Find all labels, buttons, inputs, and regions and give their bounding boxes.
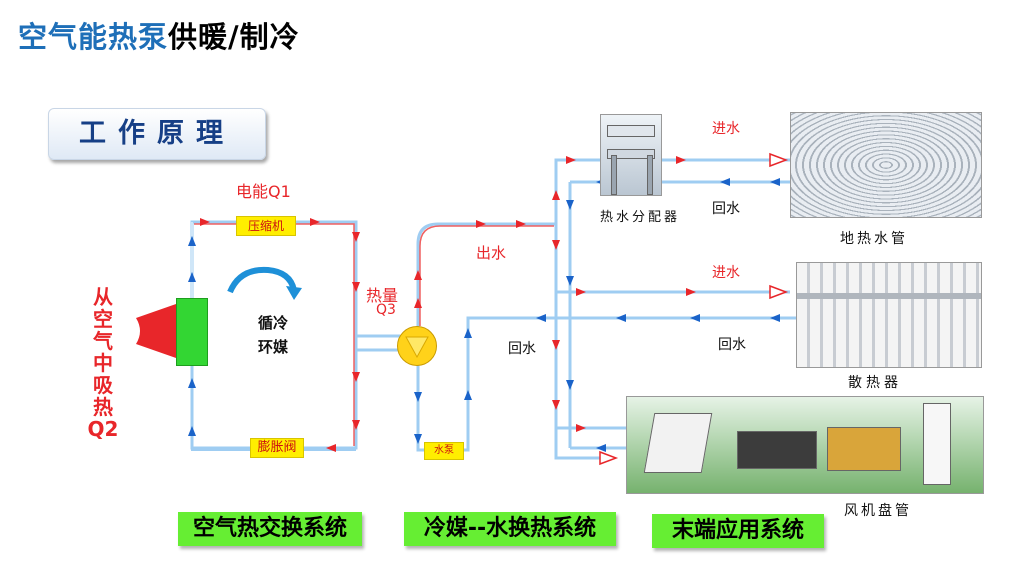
cycle-label-line2: 环媒 [258, 338, 289, 356]
cold-water-arrows [414, 178, 780, 452]
floor-heating-image [790, 112, 982, 218]
absorb-heat-text: 从空气中吸热 [93, 285, 113, 419]
refrigerant-flow-arrows [200, 218, 360, 452]
hot-water-arrows [414, 156, 696, 432]
manifold-image [600, 114, 662, 196]
hot-water-arrowheads [599, 152, 789, 466]
evaporator-coil [176, 298, 208, 366]
water-loop [416, 158, 796, 460]
inlet-water-mid-label: 进水 [712, 265, 740, 281]
inlet-water-top-label: 进水 [712, 121, 740, 137]
return-water-left-label: 回水 [508, 341, 536, 357]
return-water-top-label: 回水 [712, 201, 740, 217]
title-part2: 供暖/制冷 [168, 20, 300, 54]
outlet-water-label: 出水 [476, 244, 507, 262]
radiator-image [796, 262, 982, 368]
exchanger-connectors [356, 334, 400, 352]
heat-q3-label-line2: Q3 [376, 302, 396, 318]
floor-heating-label: 地热水管 [840, 231, 908, 247]
heat-exchanger-pump [397, 326, 437, 366]
cycle-label-line1: 循冷 [258, 314, 289, 332]
return-water-mid-label: 回水 [718, 337, 746, 353]
absorb-heat-label: 从空气中吸热 Q2 [86, 286, 120, 440]
page-title: 空气能热泵供暖/制冷 [18, 14, 300, 56]
water-pump-label: 水泵 [424, 442, 464, 460]
cycle-arrow-icon [227, 266, 297, 294]
system-label-terminal: 末端应用系统 [652, 514, 824, 548]
system-label-air: 空气热交换系统 [178, 512, 362, 546]
cycle-arrowhead-icon [286, 286, 302, 300]
heat-q3-label-line1: 热量 [366, 286, 399, 305]
pump-icon [405, 336, 429, 359]
principle-label: 工作原理 [48, 108, 266, 160]
manifold-label: 热水分配器 [600, 210, 681, 225]
expansion-valve-label: 膨胀阀 [250, 438, 304, 458]
title-part1: 空气能热泵 [18, 20, 169, 54]
system-label-refrigerant-water: 冷媒--水换热系统 [404, 512, 616, 546]
q2-text: Q2 [87, 417, 119, 441]
compressor-label: 压缩机 [236, 216, 296, 236]
fan-coil-label: 风机盘管 [844, 503, 912, 519]
refrigerant-return-arrows [188, 236, 196, 436]
radiator-label: 散热器 [848, 375, 902, 391]
electric-energy-label: 电能Q1 [236, 182, 291, 201]
fan-air-intake-icon [136, 304, 176, 358]
fan-coil-image [626, 396, 984, 494]
